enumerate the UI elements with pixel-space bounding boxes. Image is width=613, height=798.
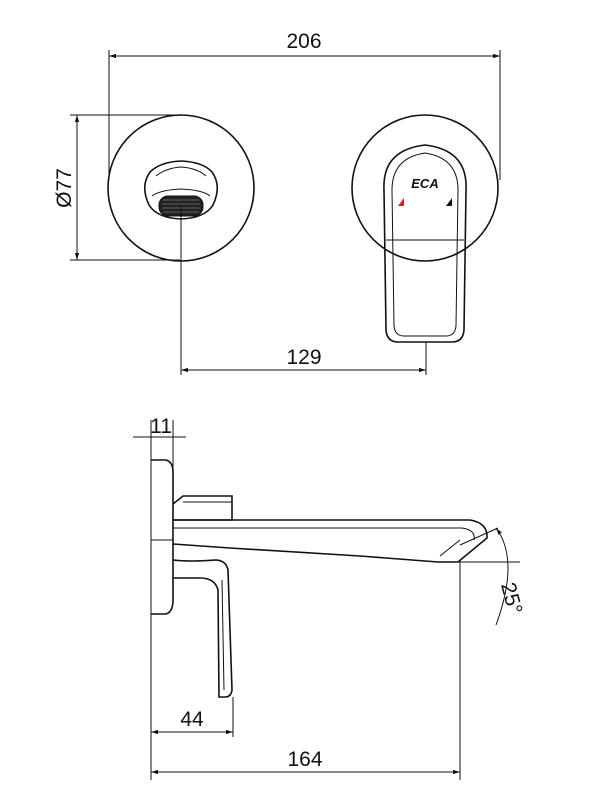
diameter-label: Ø77 bbox=[53, 168, 76, 208]
overall-width-label: 206 bbox=[286, 30, 321, 53]
front-view: 206 Ø77 ECA bbox=[53, 30, 501, 375]
handle-lever-side bbox=[172, 559, 233, 698]
angle-tilt-line bbox=[459, 527, 499, 546]
handle-wall-plate bbox=[351, 114, 499, 262]
mixer-handle: ECA bbox=[383, 144, 467, 343]
spout-nozzle bbox=[143, 160, 219, 220]
hot-indicator-icon bbox=[398, 198, 404, 206]
eca-logo-icon: ECA bbox=[411, 176, 438, 191]
plate-thickness-label: 11 bbox=[150, 415, 172, 438]
spout-to-handle-label: 129 bbox=[286, 346, 321, 369]
side-view: 11 44 164 25° bbox=[133, 415, 526, 780]
handle-offset-label: 44 bbox=[180, 708, 204, 731]
spout-projection-label: 164 bbox=[287, 748, 322, 771]
wall-plate-side bbox=[151, 459, 174, 615]
spout-body bbox=[172, 519, 488, 563]
angle-arc bbox=[495, 527, 509, 626]
cold-indicator-icon bbox=[446, 198, 452, 206]
cartridge-body bbox=[172, 495, 233, 521]
